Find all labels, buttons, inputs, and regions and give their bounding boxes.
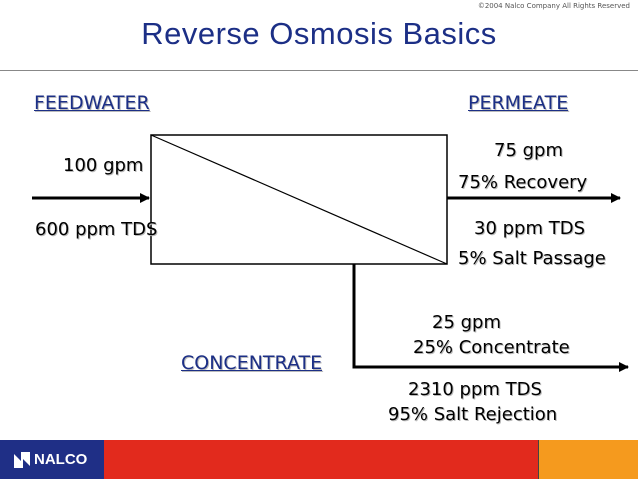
concentrate-flow: 25 gpm	[432, 312, 502, 333]
permeate-label: PERMEATE	[468, 92, 569, 114]
footer-red-band	[104, 440, 538, 479]
permeate-flow: 75 gpm	[494, 140, 564, 161]
logo-text: NALCO	[34, 451, 88, 468]
copyright-notice: ©2004 Nalco Company All Rights Reserved	[477, 2, 630, 10]
title-divider	[0, 70, 638, 71]
permeate-tds: 30 ppm TDS	[474, 218, 586, 239]
feedwater-label: FEEDWATER	[34, 92, 150, 114]
footer-bar: NALCO	[0, 440, 638, 479]
concentrate-arrow	[352, 264, 629, 372]
feed-tds: 600 ppm TDS	[35, 219, 158, 240]
membrane-diagonal	[150, 134, 448, 265]
concentrate-percent: 25% Concentrate	[413, 337, 570, 358]
permeate-recovery: 75% Recovery	[458, 172, 588, 193]
concentrate-salt-rejection: 95% Salt Rejection	[388, 404, 558, 425]
concentrate-tds: 2310 ppm TDS	[408, 379, 542, 400]
feed-flow: 100 gpm	[63, 155, 144, 176]
nalco-logo: NALCO	[0, 440, 104, 479]
permeate-salt-passage: 5% Salt Passage	[458, 248, 606, 269]
concentrate-label: CONCENTRATE	[181, 352, 323, 374]
nalco-mark-icon	[14, 452, 30, 468]
footer-orange-block	[538, 440, 638, 479]
page-title: Reverse Osmosis Basics	[141, 16, 497, 51]
